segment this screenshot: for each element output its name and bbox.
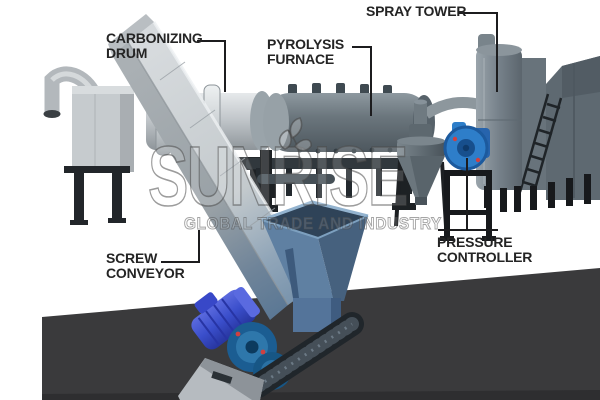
pump-stand [440, 170, 496, 241]
crawler-track [246, 312, 364, 398]
label-pyrolysis-furnace: PYROLYSIS FURNACE [267, 36, 345, 67]
label-screw-conveyor: SCREW CONVEYOR [106, 250, 185, 281]
floor [42, 268, 600, 400]
drum-base [186, 148, 266, 215]
watermark-brand: SUNRISE [147, 129, 408, 223]
feed-hopper [261, 200, 369, 332]
support-stand-left [64, 166, 130, 225]
right-tower [546, 56, 600, 200]
furnace-supports [246, 150, 422, 212]
conveyor-motor [191, 286, 260, 350]
pressure-controller-pump [443, 122, 490, 171]
carbonizing-drum [146, 84, 274, 156]
watermark-tagline: GLOBAL TRADE AND INDUSTRY [184, 214, 442, 233]
pyrolysis-furnace [263, 83, 484, 154]
gas-pipe [423, 96, 484, 119]
scrubber-tank [518, 58, 546, 190]
tower-legs [484, 174, 591, 212]
ladder [518, 93, 563, 197]
label-pressure-controller: PRESSURE CONTROLLER [437, 234, 533, 265]
label-carbonizing-drum: CARBONIZING DRUM [106, 30, 203, 61]
label-spray-tower: SPRAY TOWER [366, 3, 467, 19]
connector-pressure-controller [438, 158, 498, 231]
leaf-icon [278, 117, 312, 169]
gearbox [227, 322, 291, 390]
spray-tower [476, 34, 522, 190]
funnel-tank [394, 99, 448, 227]
connector-spray-tower [459, 12, 498, 92]
machine-base [178, 358, 264, 400]
discharge-box [72, 86, 134, 172]
connector-pyrolysis-furnace [352, 46, 372, 116]
elbow-pipe [43, 66, 102, 118]
